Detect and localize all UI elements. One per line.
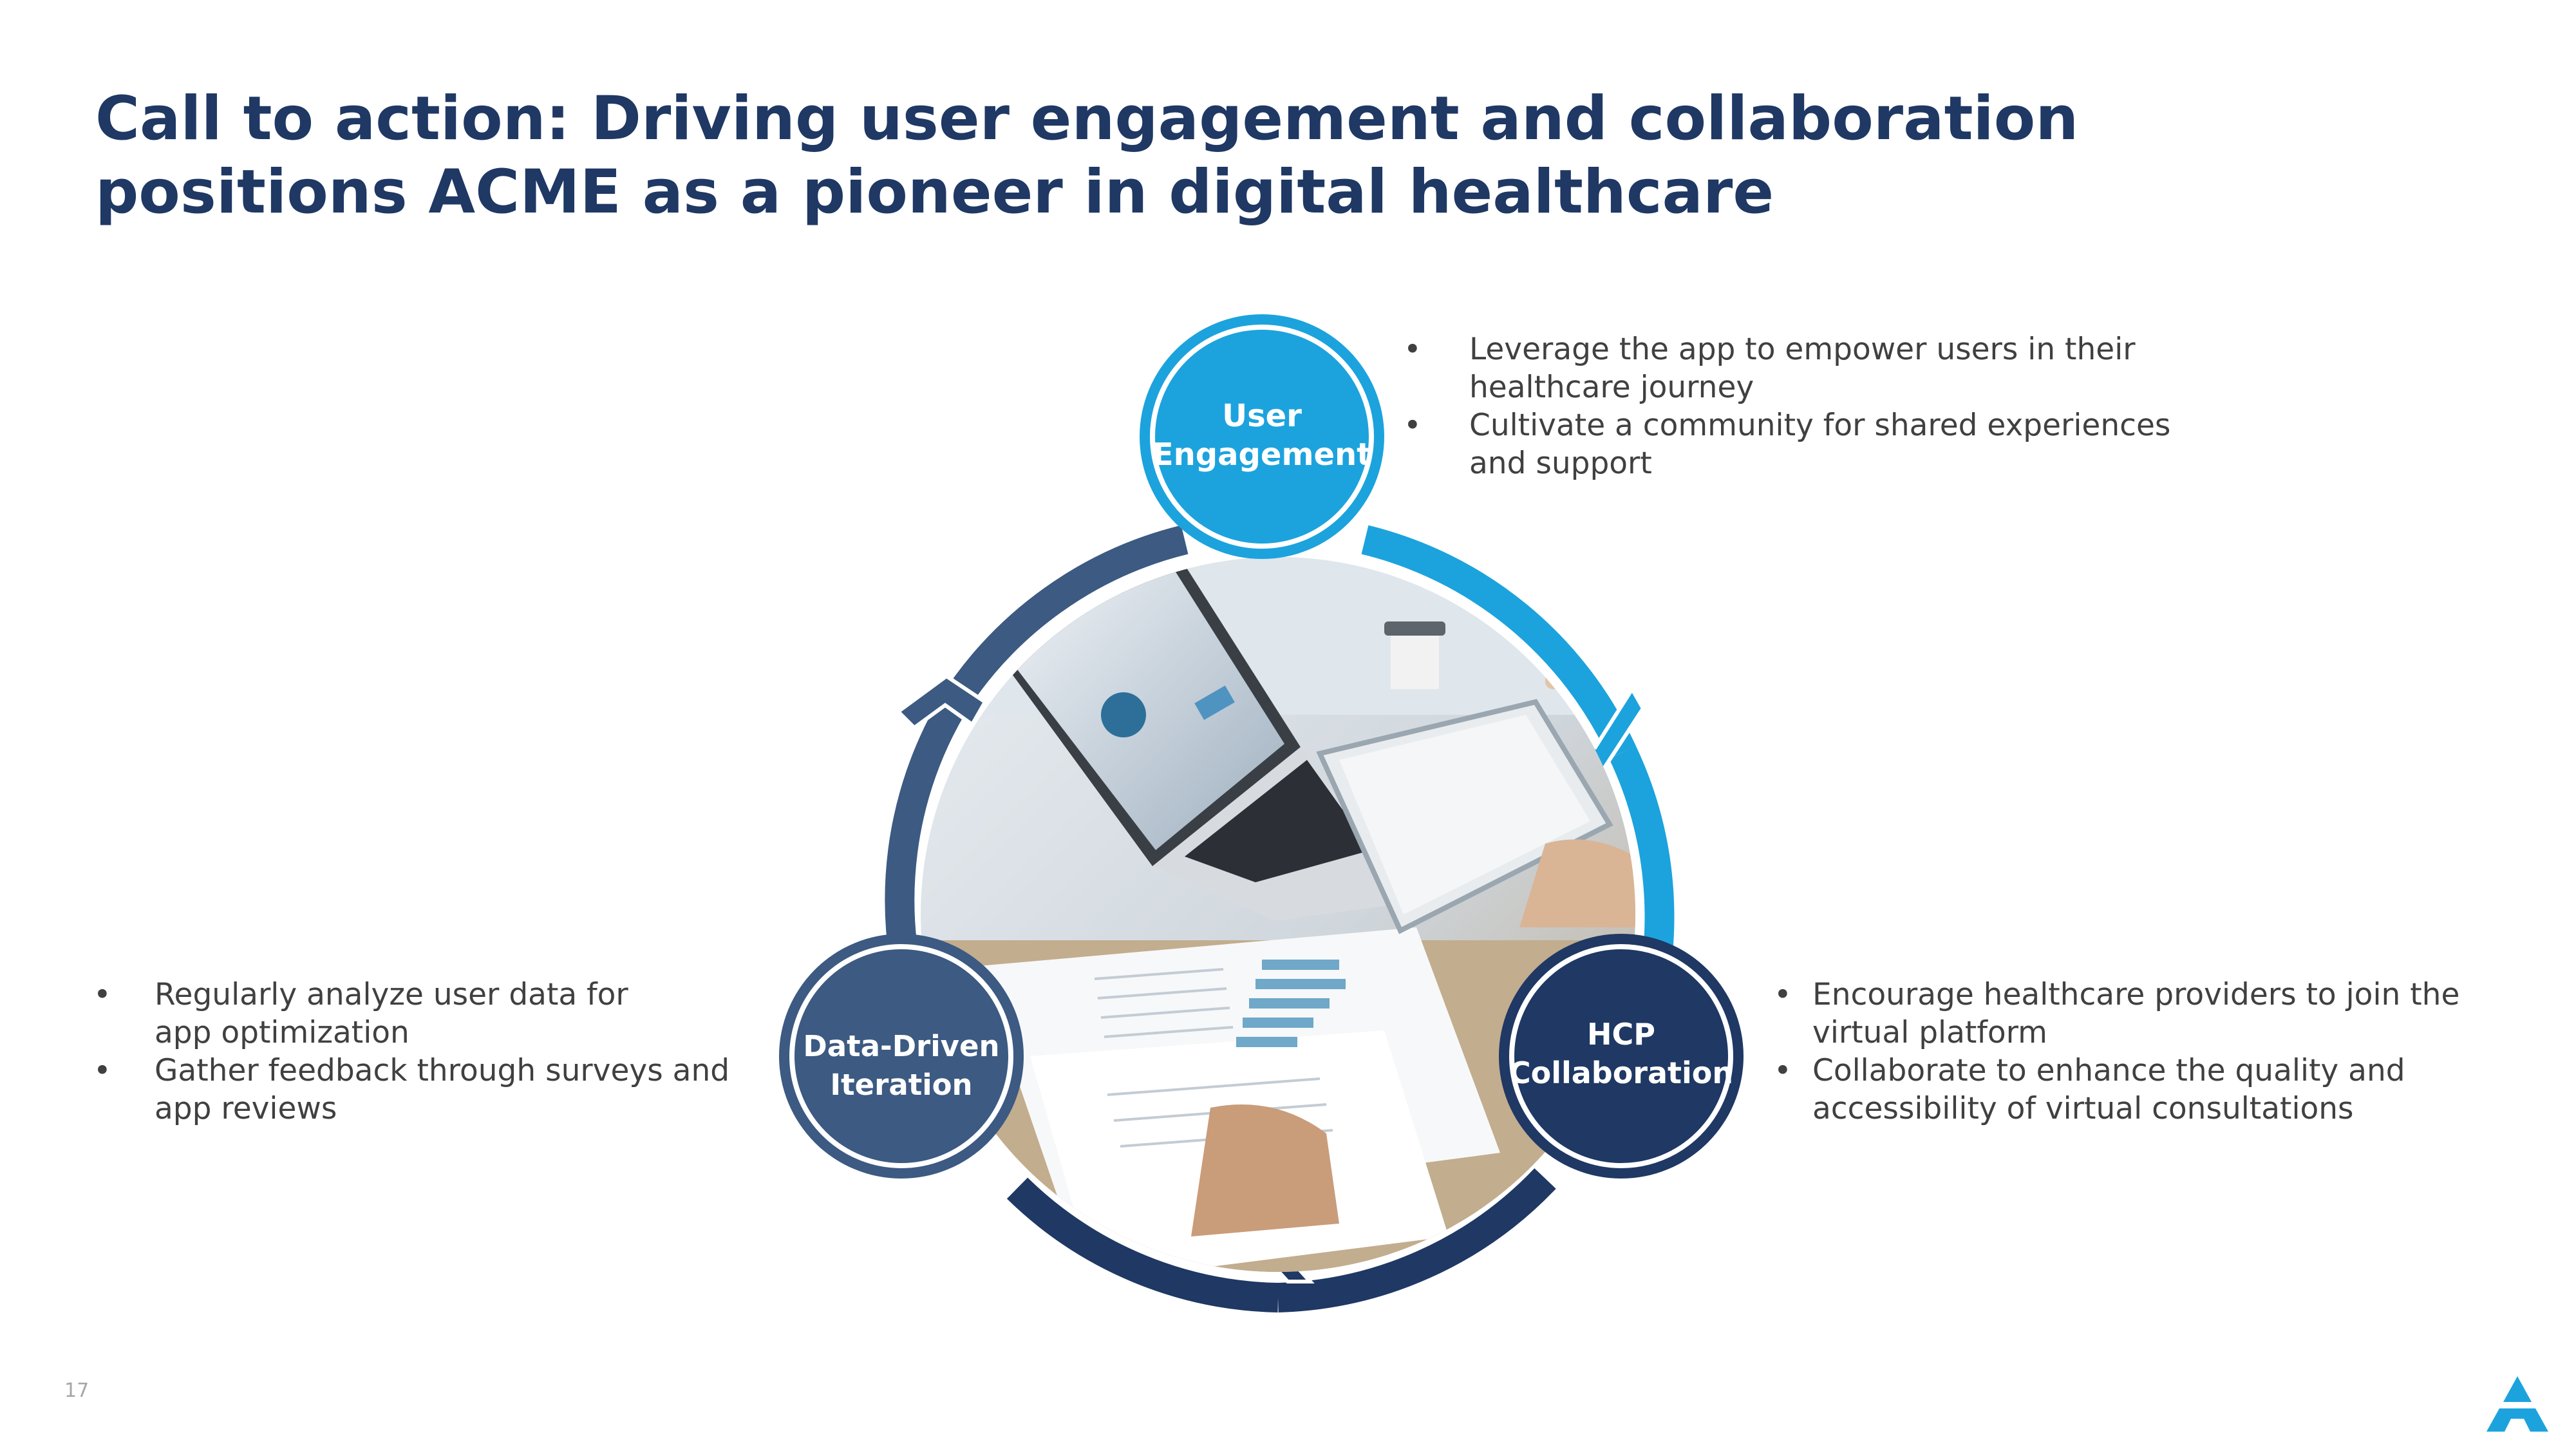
collaboration-bullet-2-line-2: accessibility of virtual consultations	[1812, 1091, 2354, 1126]
stage-label-collaboration-1: HCP	[1587, 1017, 1655, 1052]
iteration-bullet-1-line-1: Regularly analyze user data for	[155, 977, 628, 1012]
stage-label-iteration-1: Data-Driven	[803, 1029, 999, 1063]
ring-segment-collaboration-lower	[1006, 1177, 1279, 1312]
collaboration-bullet-2: Collaborate to enhance the quality and a…	[1774, 1052, 2459, 1128]
engagement-bullet-1-line-2: healthcare journey	[1469, 370, 1754, 405]
stage-user-engagement: User Engagement	[1140, 314, 1384, 559]
ring-segment-collaboration	[1277, 1168, 1556, 1312]
engagement-bullet-2-line-1: Cultivate a community for shared experie…	[1469, 408, 2171, 443]
iteration-bullet-1-line-2: app optimization	[155, 1015, 409, 1050]
iteration-bullet-2-line-1: Gather feedback through surveys and	[155, 1053, 730, 1088]
slide-title: Call to action: Driving user engagement …	[95, 82, 2079, 229]
collaboration-bullet-2-line-1: Collaborate to enhance the quality and	[1812, 1053, 2405, 1088]
engagement-bullet-2-line-2: and support	[1469, 446, 1652, 481]
collaboration-bullet-1-line-1: Encourage healthcare providers to join t…	[1812, 977, 2460, 1012]
slide-title-line-1: Call to action: Driving user engagement …	[95, 84, 2079, 154]
slide-title-line-2: positions ACME as a pioneer in digital h…	[95, 157, 1774, 227]
engagement-bullet-1-line-1: Leverage the app to empower users in the…	[1469, 332, 2136, 367]
iteration-bullet-2-line-2: app reviews	[155, 1091, 337, 1126]
stage-label-iteration-2: Iteration	[830, 1068, 972, 1102]
iteration-bullet-2: Gather feedback through surveys and app …	[93, 1052, 729, 1128]
ring-segment-iteration-upper	[940, 525, 1189, 714]
engagement-bullets: Leverage the app to empower users in the…	[1404, 330, 2170, 482]
stage-label-collaboration-2: Collaboration	[1509, 1056, 1733, 1090]
stage-data-driven-iteration: Data-Driven Iteration	[779, 934, 1024, 1179]
iteration-bullets: Regularly analyze user data for app opti…	[93, 976, 729, 1128]
collaboration-bullet-1-line-2: virtual platform	[1812, 1015, 2047, 1050]
chevron-up-icon	[895, 674, 988, 730]
ring-segment-engagement	[1361, 525, 1636, 759]
collaboration-bullet-1: Encourage healthcare providers to join t…	[1774, 976, 2459, 1052]
collaboration-bullets: Encourage healthcare providers to join t…	[1774, 976, 2459, 1128]
page-number: 17	[64, 1379, 89, 1402]
iteration-bullet-1: Regularly analyze user data for app opti…	[93, 976, 729, 1052]
stage-label-engagement-1: User	[1222, 398, 1302, 434]
stage-hcp-collaboration: HCP Collaboration	[1499, 934, 1744, 1179]
engagement-bullet-1: Leverage the app to empower users in the…	[1404, 330, 2170, 406]
stage-label-engagement-2: Engagement	[1152, 437, 1371, 473]
acme-logo-icon	[2487, 1376, 2548, 1432]
engagement-bullet-2: Cultivate a community for shared experie…	[1404, 406, 2170, 482]
